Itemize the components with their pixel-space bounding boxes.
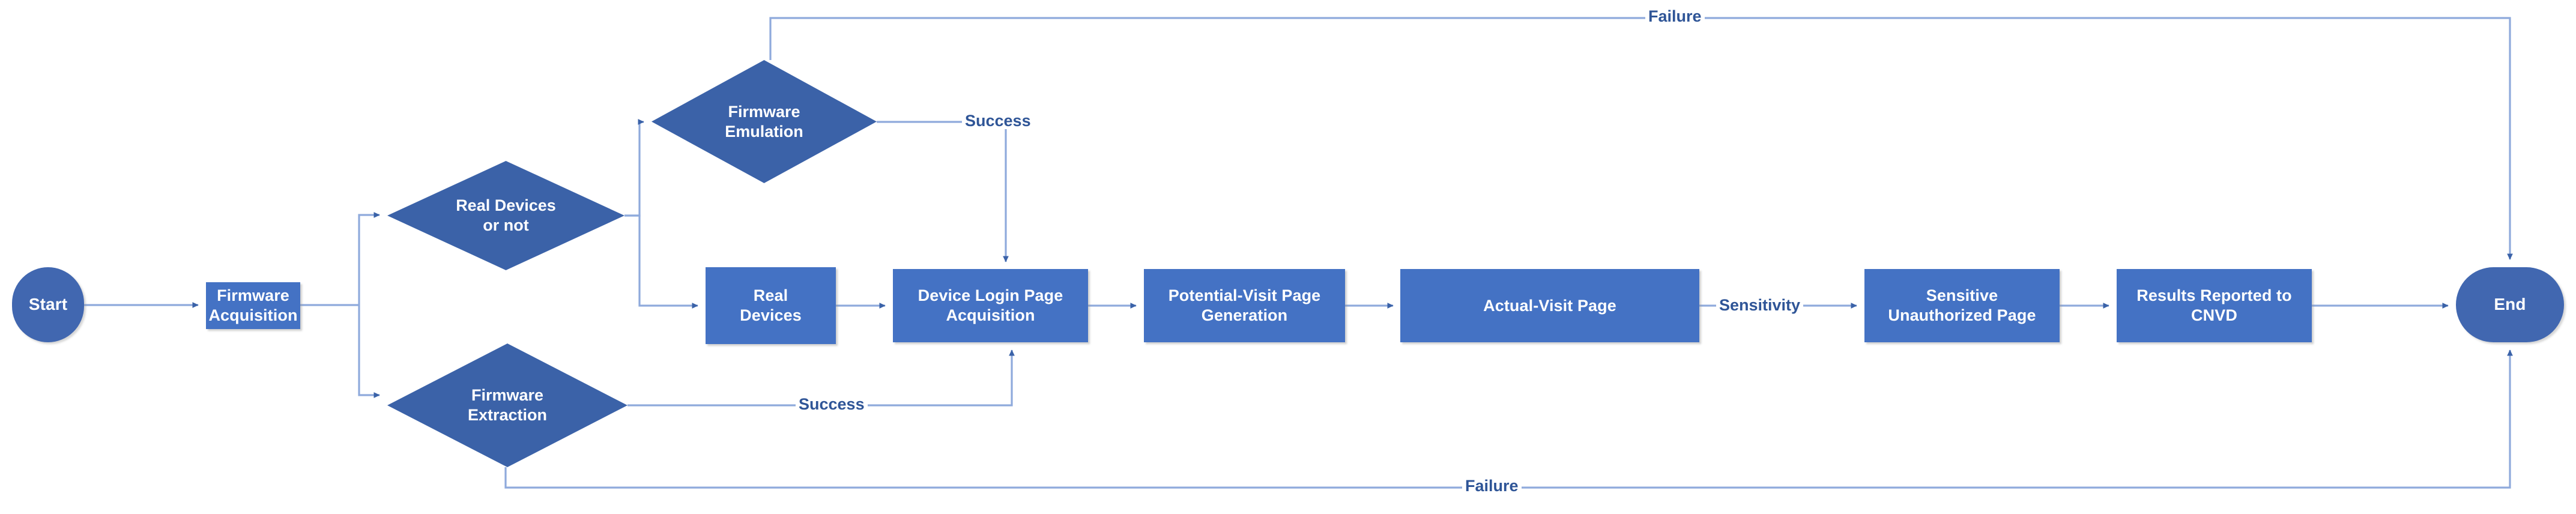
edge-firmware-emulation-failure <box>769 17 2513 260</box>
edge-split-to-real-devices-or-not <box>358 212 380 305</box>
edge-real-or-not-to-firmware-emulation <box>624 119 644 217</box>
edge-label-success-top: Success <box>962 113 1034 129</box>
node-end[interactable]: End <box>2456 267 2564 342</box>
edge-label-success-bottom: Success <box>796 396 868 413</box>
node-start-label: Start <box>28 295 68 314</box>
node-end-label: End <box>2494 295 2526 314</box>
node-actual-visit-page-label: Actual-Visit Page <box>1483 296 1616 315</box>
diamond-shape-real-devices-or-not <box>387 161 624 270</box>
edge-firmware-extraction-failure <box>504 349 2513 489</box>
diamond-shape-firmware-extraction <box>387 343 627 467</box>
edge-split-to-firmware-extraction <box>358 305 380 398</box>
edge-firmware-emulation-success <box>877 121 1009 262</box>
node-actual-visit-page[interactable]: Actual-Visit Page <box>1400 269 1699 342</box>
node-start[interactable]: Start <box>12 267 84 342</box>
edge-firmware-extraction-success <box>627 349 1015 407</box>
edge-label-failure-bottom: Failure <box>1462 478 1522 494</box>
edge-label-sensitivity: Sensitivity <box>1716 297 1804 313</box>
edge-label-failure-top: Failure <box>1645 8 1705 25</box>
edge-real-or-not-to-real-devices <box>624 214 698 309</box>
diamond-shape-firmware-emulation <box>652 60 877 183</box>
